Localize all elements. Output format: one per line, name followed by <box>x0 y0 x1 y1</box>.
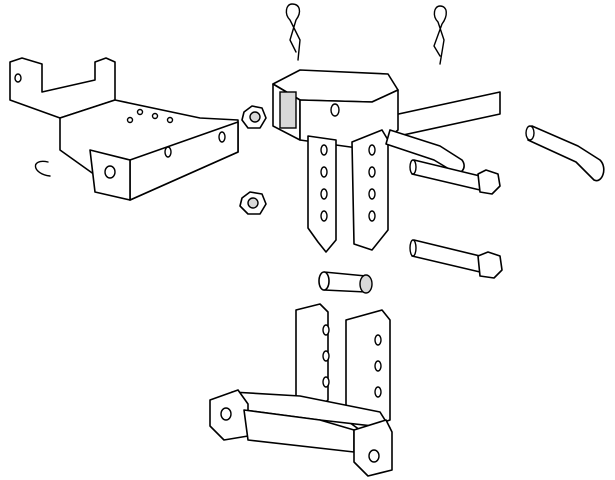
hitch-pin-clip-left <box>285 3 301 61</box>
bent-hitch-pin <box>525 125 605 182</box>
hex-nut-upper <box>241 105 267 129</box>
lower-mount-bracket <box>209 303 393 477</box>
hex-bolt-lower <box>409 239 503 279</box>
receiver-mount-bracket <box>9 57 239 201</box>
drop-receiver-assembly <box>272 69 501 253</box>
hex-nut-lower <box>239 191 267 215</box>
hex-bolt-upper <box>409 159 501 195</box>
u-bolt-loop <box>34 160 51 177</box>
spacer-sleeve <box>318 271 373 294</box>
hitch-pin-clip-right <box>433 5 447 65</box>
adjustment-holes <box>320 144 376 222</box>
